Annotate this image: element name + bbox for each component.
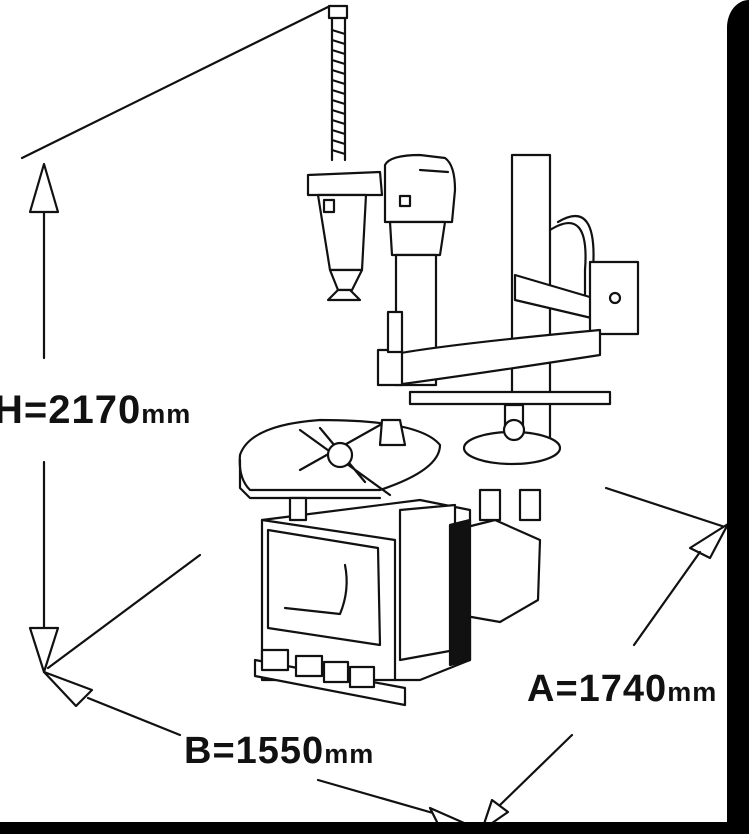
- frame-edge-bottom: [0, 822, 749, 834]
- helper-head: [306, 170, 384, 302]
- height-label: H=2170mm: [0, 388, 192, 432]
- height-dimension-lines: [20, 4, 332, 674]
- frame-edge-right: [727, 0, 749, 834]
- cabinet: [260, 496, 472, 682]
- width-a-label: A=1740mm: [527, 668, 718, 710]
- turntable: [238, 310, 442, 500]
- bead-breaker: [408, 390, 612, 466]
- foot-pedals: [253, 648, 407, 707]
- motor-assembly: [448, 488, 542, 667]
- coil-hose: [327, 4, 349, 162]
- width-b-label: B=1550mm: [184, 730, 375, 772]
